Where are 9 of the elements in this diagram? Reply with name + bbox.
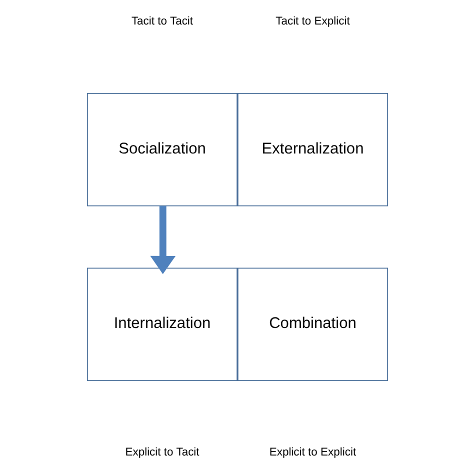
node-box: Internalization [86, 268, 237, 381]
label: Explicit to Tacit [124, 446, 199, 458]
label: Explicit to Explicit [268, 446, 356, 458]
node-box: Socialization [86, 93, 237, 206]
label: Tacit to Explicit [275, 16, 350, 28]
arrow [150, 206, 176, 274]
node-box: Combination [237, 268, 388, 381]
node-box: Externalization [237, 93, 388, 206]
label: Tacit to Tacit [130, 16, 193, 28]
